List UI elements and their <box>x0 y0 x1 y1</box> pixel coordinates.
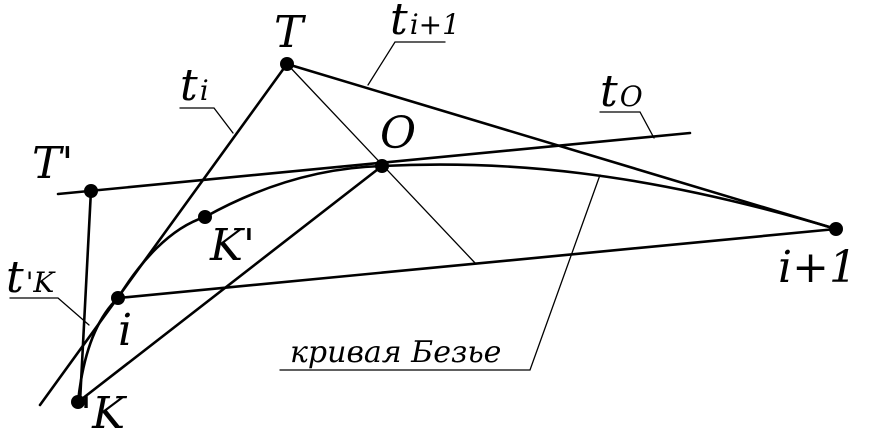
leader-t-k <box>9 297 90 326</box>
point-T-prime <box>84 184 98 198</box>
curve-caption: кривая Безье <box>290 335 501 370</box>
point-T <box>280 57 294 71</box>
tangent-t-k <box>78 188 93 404</box>
label-t-i: ti <box>180 60 209 111</box>
label-O: O <box>380 108 416 159</box>
point-i <box>111 291 125 305</box>
label-K: 'K <box>80 388 127 434</box>
tangent-t-i <box>38 62 289 407</box>
label-K-prime: K' <box>209 220 255 271</box>
label-T-prime: T' <box>32 138 73 189</box>
point-K-prime <box>198 210 212 224</box>
line-i-to-i-plus-1 <box>116 227 838 300</box>
leader-t-o <box>599 111 655 139</box>
label-i-plus-1: i+1 <box>778 242 857 293</box>
point-O <box>375 159 389 173</box>
label-t-k: t'K <box>6 252 56 303</box>
leader-curve-caption <box>279 174 601 371</box>
leader-t-i <box>179 107 234 134</box>
line-k-to-o <box>76 164 384 404</box>
leader-t-i-plus-1 <box>367 41 446 86</box>
label-t-o: tO <box>600 66 643 117</box>
label-T: T <box>274 7 307 58</box>
point-i-plus-1 <box>829 222 843 236</box>
tangent-t-o <box>56 131 692 196</box>
label-t-i-plus-1: ti+1 <box>390 0 460 45</box>
label-i: i <box>118 305 132 356</box>
point-K <box>71 395 85 409</box>
